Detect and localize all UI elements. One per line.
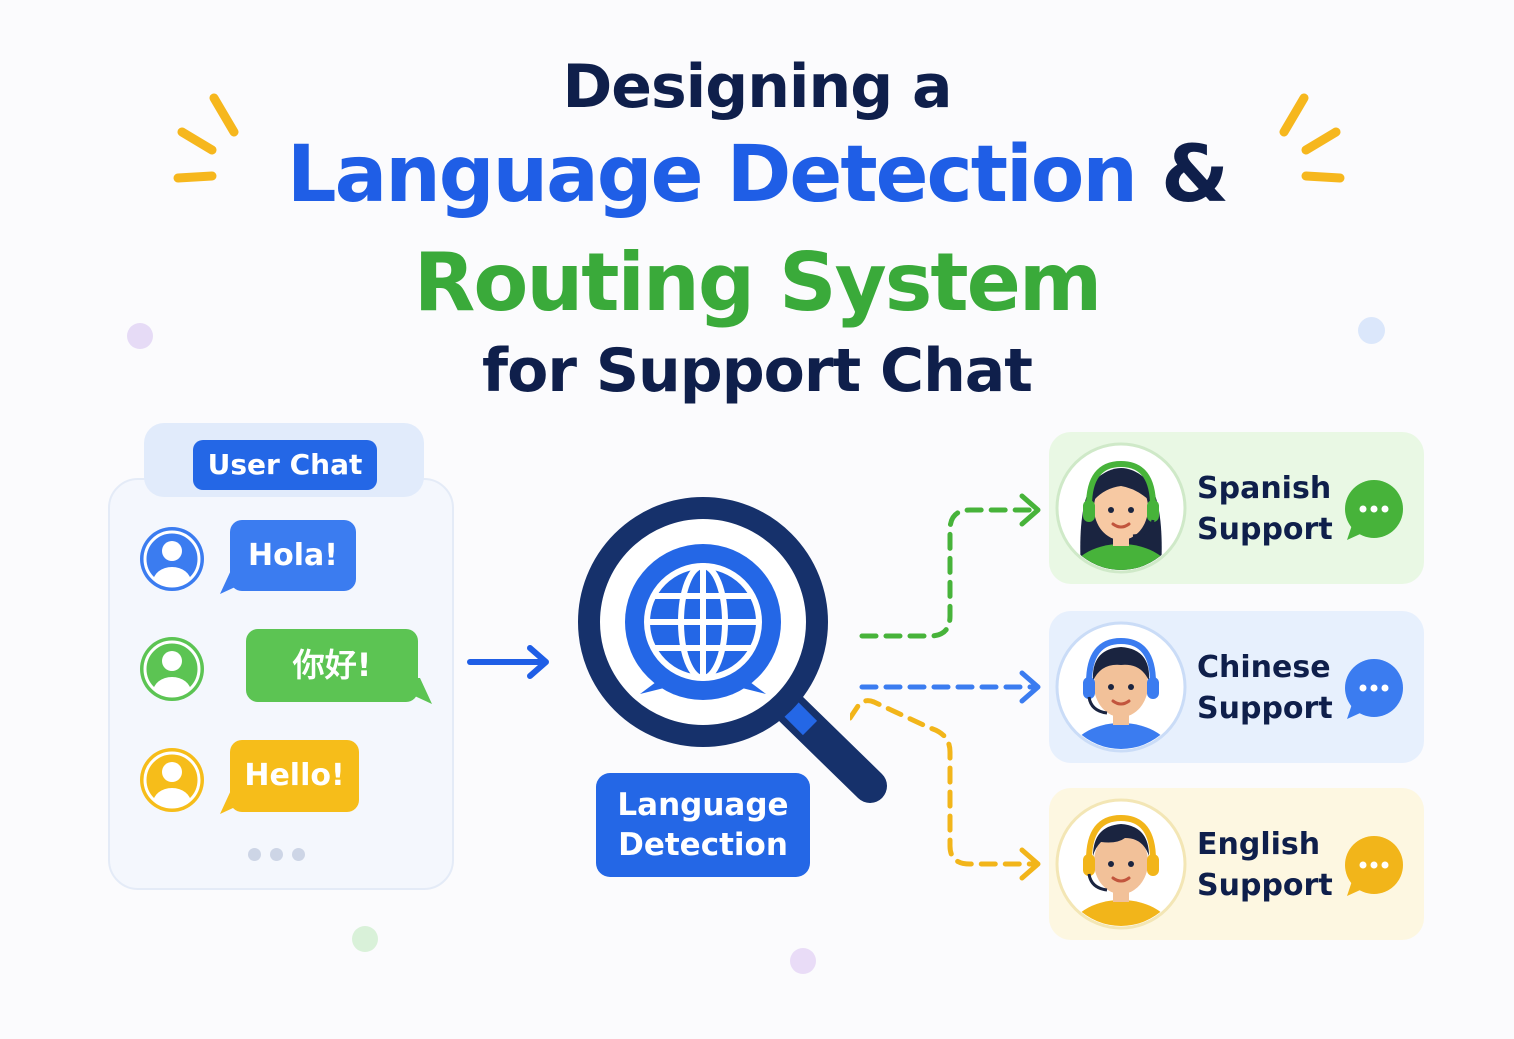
detection-label-line-1: Language — [617, 787, 789, 823]
title-line-3: Routing System — [413, 236, 1103, 329]
sparkle-icon-left — [173, 93, 239, 183]
user-chat-label: User Chat — [193, 440, 377, 490]
user-icon-blue — [140, 527, 204, 591]
chat-bubble-icon-green — [1345, 480, 1403, 540]
message-bubble-chinese: 你好! — [246, 629, 418, 702]
sparkle-icon-right — [1279, 93, 1345, 183]
chat-bubble-icon-yellow — [1345, 836, 1403, 896]
decor-dot — [1358, 317, 1385, 344]
route-arrow-english — [850, 698, 1039, 867]
chinese-support-text: Chinese Support — [1197, 650, 1333, 726]
user-icon-green — [140, 637, 204, 701]
spanish-support-card: Spanish Support — [1049, 432, 1424, 584]
title-language-detection: Language Detection — [286, 130, 1138, 220]
language-detection-label: Language Detection — [596, 773, 810, 877]
user-icon-yellow — [140, 748, 204, 812]
more-messages-dots — [248, 846, 314, 865]
chinese-support-card: Chinese Support — [1049, 611, 1424, 763]
magnifier-icon — [578, 497, 887, 803]
headset-agent-icon-english — [1055, 798, 1187, 930]
spanish-support-text: Spanish Support — [1197, 471, 1333, 547]
title-line-1: Designing a — [562, 52, 952, 122]
detection-label-line-2: Detection — [618, 827, 788, 863]
decor-dot — [790, 948, 816, 974]
route-arrow-spanish — [859, 507, 1039, 639]
message-bubble-english: Hello! — [230, 740, 359, 812]
headset-agent-icon-spanish — [1055, 442, 1187, 574]
chat-bubble-icon-blue — [1345, 659, 1403, 719]
globe-icon — [625, 544, 781, 700]
title-line-4: for Support Chat — [482, 336, 1033, 406]
routing-arrows — [850, 493, 1041, 881]
message-bubble-spanish: Hola! — [230, 520, 356, 591]
title-line-2: Language Detection & — [0, 130, 1514, 220]
headset-agent-icon-chinese — [1055, 621, 1187, 753]
english-support-card: English Support — [1049, 788, 1424, 940]
decor-dot — [352, 926, 378, 952]
decor-dot — [127, 323, 153, 349]
arrow-right-icon — [467, 645, 549, 679]
title-ampersand: & — [1161, 130, 1229, 220]
english-support-text: English Support — [1197, 827, 1333, 903]
